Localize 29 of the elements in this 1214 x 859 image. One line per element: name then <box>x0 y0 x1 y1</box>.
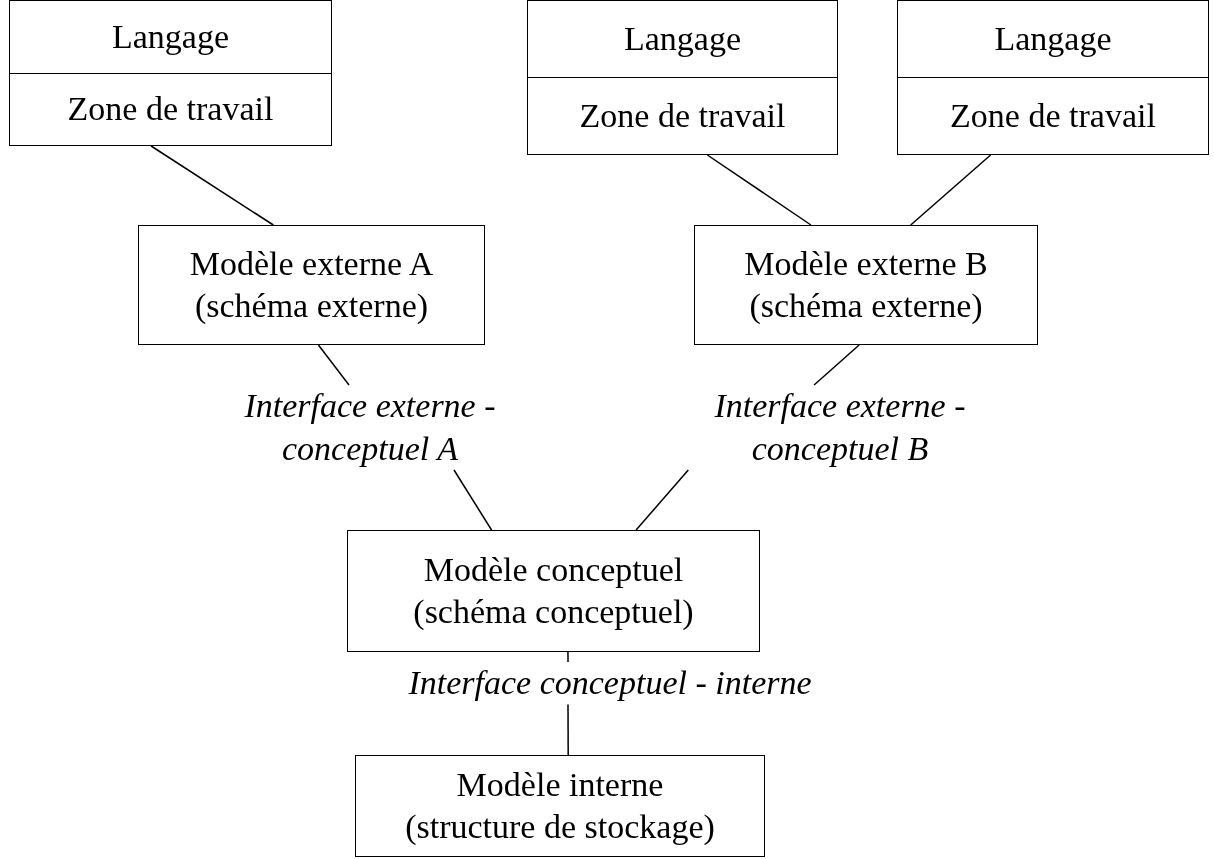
workspace-label: Zone de travail <box>579 95 786 136</box>
model-text: Modèle conceptuel (schéma conceptuel) <box>412 549 695 632</box>
workspace-label: Zone de travail <box>67 89 274 129</box>
connector-line <box>453 469 493 531</box>
connector-line <box>909 154 992 226</box>
model-text: Modèle externe B (schéma externe) <box>743 243 989 326</box>
connector-line <box>567 651 569 663</box>
model-box <box>138 225 485 345</box>
connector-line <box>635 469 690 531</box>
model-text: Modèle externe A (schéma externe) <box>188 243 435 326</box>
model-box <box>694 225 1038 345</box>
language-label: Langage <box>623 18 741 59</box>
language-box <box>9 0 332 146</box>
connector-line <box>317 344 350 386</box>
connector-line <box>150 145 275 226</box>
model-box <box>355 755 765 857</box>
workspace-label: Zone de travail <box>950 95 1156 136</box>
interface-text: Interface conceptuel - interne <box>407 663 813 703</box>
language-label: Langage <box>111 16 229 57</box>
model-box <box>347 530 760 652</box>
interface-text: Interface externe - conceptuel B <box>713 386 967 469</box>
language-box <box>897 0 1209 155</box>
language-box <box>527 0 838 155</box>
connector-line <box>567 703 569 756</box>
connector-line <box>813 344 860 386</box>
model-text: Modèle interne (structure de stockage) <box>404 764 716 847</box>
language-label: Langage <box>994 18 1112 59</box>
connector-line <box>706 154 812 226</box>
interface-text: Interface externe - conceptuel A <box>243 386 497 469</box>
